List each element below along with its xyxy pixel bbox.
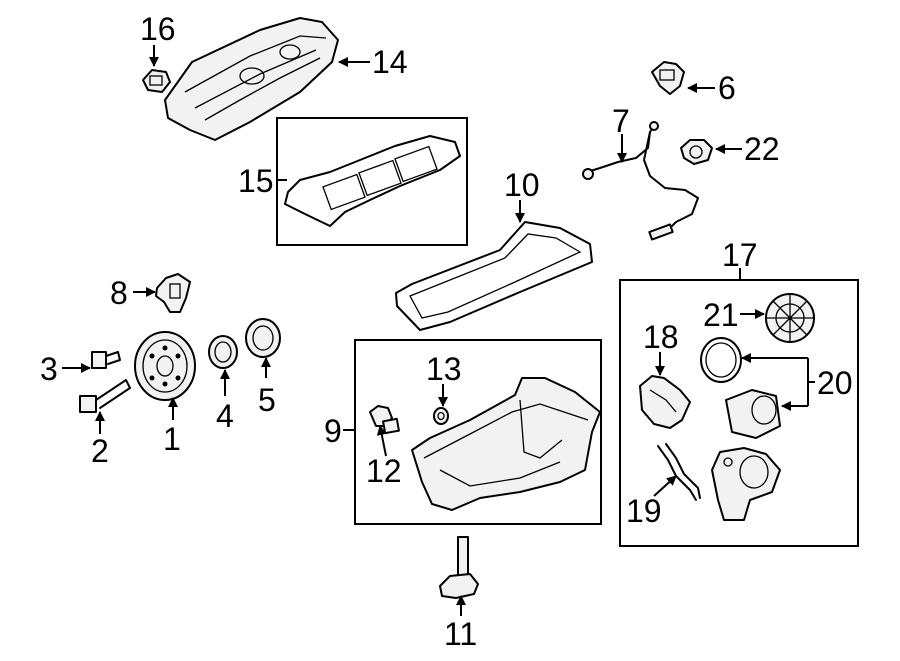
dipstick-tube-part[interactable] [439,536,479,599]
callout-10: 10 [504,167,540,203]
bolt-part-3[interactable] [91,351,121,369]
callout-9: 9 [324,413,342,449]
box-gasket-set-15 [276,117,468,246]
callout-16: 16 [140,11,176,47]
sensor-part-22[interactable] [680,139,713,165]
callout-6: 6 [718,70,736,106]
valve-cover-gasket-part[interactable] [284,135,461,227]
callout-1: 1 [163,421,181,457]
callout-22: 22 [744,131,780,167]
seal-part-5[interactable] [245,318,281,358]
box-oil-pan-9 [354,339,602,525]
vibration-damper-part[interactable] [134,331,196,401]
callout-19: 19 [626,493,662,529]
oil-filter-cap-part[interactable] [765,293,815,343]
seal-part-4[interactable] [208,335,238,369]
bracket-part-18[interactable] [639,375,691,429]
callout-13: 13 [426,351,462,387]
gasket-part-19[interactable] [657,443,701,501]
callout-17: 17 [722,237,758,273]
oil-pan-part[interactable] [411,377,601,511]
callout-8: 8 [110,275,128,311]
oil-level-sensor-part[interactable] [582,121,699,241]
callout-15: 15 [238,163,274,199]
oil-pressure-switch-part[interactable] [651,61,685,95]
bolt-part-2[interactable] [79,379,131,413]
callout-20: 20 [817,365,853,401]
callout-12: 12 [366,453,402,489]
washer-part-13[interactable] [433,407,449,425]
crankshaft-sensor-part[interactable] [155,273,191,313]
oil-cap-part[interactable] [142,69,171,93]
callout-4: 4 [216,398,234,434]
callout-7: 7 [612,103,630,139]
callout-21: 21 [703,297,739,333]
leader-lines [62,45,815,616]
oil-pan-gasket-part[interactable] [395,221,593,331]
callout-18: 18 [643,319,679,355]
valve-cover-part[interactable] [164,17,339,141]
drain-plug-part[interactable] [369,405,400,435]
callout-14: 14 [372,44,408,80]
oil-filter-housing-part[interactable] [711,447,781,521]
callout-3: 3 [40,351,58,387]
callout-11: 11 [444,616,477,652]
callout-2: 2 [91,433,109,469]
oil-filter-part[interactable] [700,337,781,439]
callout-5: 5 [258,382,276,418]
